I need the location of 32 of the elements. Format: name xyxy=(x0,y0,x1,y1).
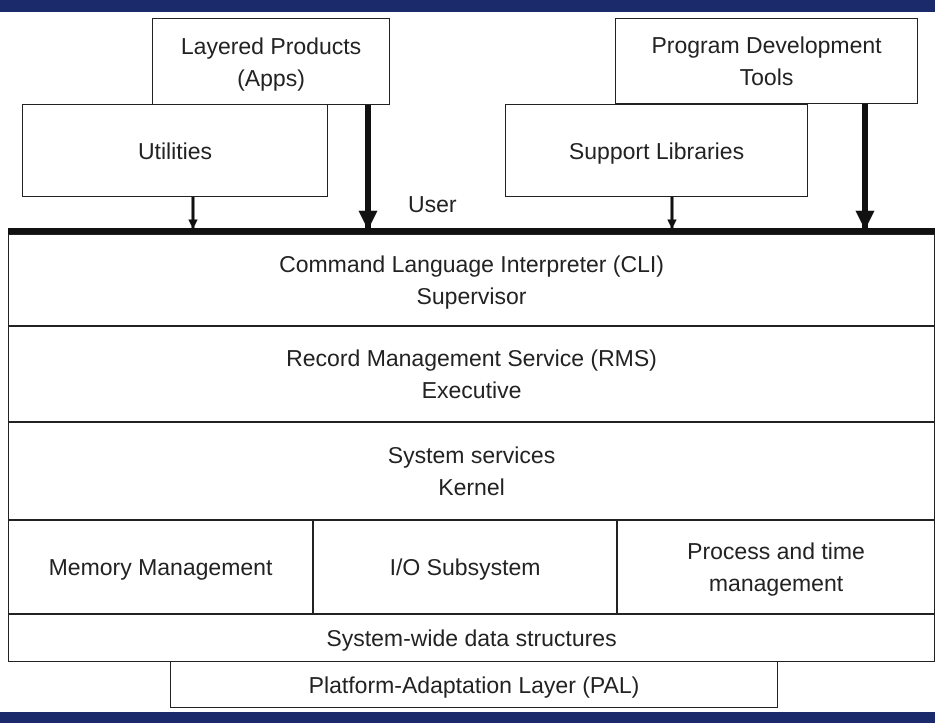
layer-box xyxy=(313,520,617,614)
layer-label: System-wide data structures xyxy=(326,624,617,653)
layer-label: System services xyxy=(388,441,556,470)
layer-label: Record Management Service (RMS) xyxy=(286,344,657,373)
utility-box xyxy=(22,104,328,197)
library-box xyxy=(505,104,808,197)
arrow xyxy=(855,104,875,230)
layer-label: Utilities xyxy=(138,136,212,166)
product-box xyxy=(615,18,918,104)
layer-label: I/O Subsystem xyxy=(390,553,540,582)
layer-label: Program Development Tools xyxy=(650,31,883,92)
layer-label: Memory Management xyxy=(48,553,272,582)
layer-box xyxy=(8,234,935,326)
arrow xyxy=(188,197,198,229)
layer-label: Layered Products (Apps) xyxy=(180,32,362,93)
layer-label: Process and time management xyxy=(686,537,866,598)
layer-box xyxy=(8,614,935,662)
layer-label: Command Language Interpreter (CLI) xyxy=(279,250,664,279)
layer-box xyxy=(8,326,935,422)
layer-label: Supervisor xyxy=(416,282,526,311)
layer-label: Kernel xyxy=(438,473,505,502)
layer-label: Support Libraries xyxy=(568,136,744,166)
layer-box xyxy=(8,520,313,614)
layer-box xyxy=(617,520,935,614)
arrow xyxy=(358,105,378,230)
layer-box xyxy=(8,422,935,520)
layer-label: User xyxy=(408,190,457,219)
arrow xyxy=(667,197,677,229)
layer-label: Platform-Adaptation Layer (PAL) xyxy=(308,670,640,700)
layer-label: Executive xyxy=(422,376,522,405)
layer-box xyxy=(170,662,778,708)
product-box xyxy=(152,18,390,105)
